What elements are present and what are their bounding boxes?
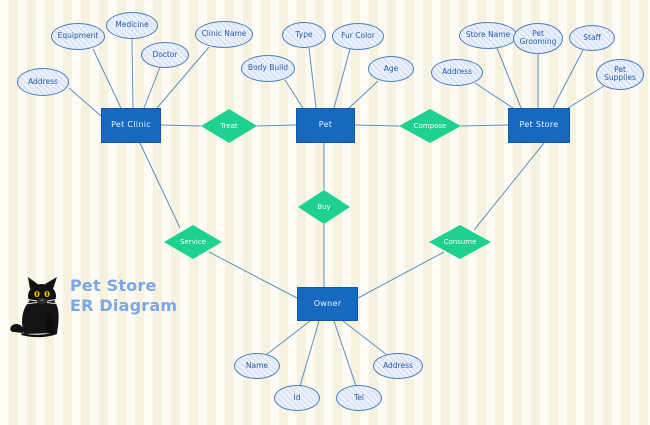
connector-store-name-to-pet-store	[496, 47, 522, 109]
attribute-pet-age[interactable]: Age	[368, 56, 414, 82]
connector-pet-clinic-to-service	[139, 142, 181, 229]
entity-pet-store[interactable]: Pet Store	[508, 108, 570, 143]
connector-pet-body-build-to-pet	[284, 79, 304, 109]
attribute-pet-fur-color[interactable]: Fur Color	[332, 22, 384, 50]
attribute-owner-name[interactable]: Name	[234, 353, 280, 379]
relationship-label: Consume	[443, 237, 477, 246]
relationship-buy[interactable]: Buy	[298, 190, 350, 224]
connector-store-supplies-to-pet-store	[567, 85, 605, 109]
brand-title-line1: Pet Store	[70, 276, 157, 295]
connector-pet-age-to-pet	[348, 80, 379, 109]
connector-owner-to-owner-tel	[333, 320, 357, 387]
attribute-clinic-equipment[interactable]: Equipment	[51, 22, 105, 50]
attribute-clinic-name[interactable]: Clinic Name	[195, 20, 253, 48]
attribute-clinic-address[interactable]: Address	[17, 68, 69, 96]
relationship-consume[interactable]: Consume	[429, 225, 491, 259]
relationship-treat[interactable]: Treat	[201, 109, 257, 143]
relationship-service[interactable]: Service	[164, 225, 222, 259]
brand-title: Pet Store ER Diagram	[70, 276, 177, 317]
attribute-store-staff[interactable]: Staff	[569, 25, 615, 51]
connector-clinic-name-to-pet-clinic	[156, 46, 210, 109]
connector-clinic-medicine-to-pet-clinic	[131, 38, 134, 109]
entity-pet-clinic[interactable]: Pet Clinic	[101, 108, 161, 143]
relationship-compose[interactable]: Compose	[399, 109, 461, 143]
attribute-store-address[interactable]: Address	[431, 58, 483, 86]
connector-clinic-doctor-to-pet-clinic	[143, 66, 161, 109]
entity-owner[interactable]: Owner	[297, 287, 358, 321]
attribute-clinic-medicine[interactable]: Medicine	[106, 11, 158, 39]
connector-store-address-to-pet-store	[474, 82, 514, 109]
connector-compose-to-pet-store	[460, 124, 509, 127]
connector-service-to-owner	[208, 251, 298, 299]
attribute-store-grooming[interactable]: Pet Grooming	[513, 22, 563, 54]
connector-treat-to-pet	[256, 124, 297, 127]
connector-store-staff-to-pet-store	[552, 49, 584, 109]
connector-clinic-address-to-pet-clinic	[68, 87, 102, 117]
connector-pet-to-compose	[354, 124, 400, 127]
black-cat-icon	[10, 277, 60, 338]
brand-title-line2: ER Diagram	[70, 296, 178, 316]
connector-pet-fur-color-to-pet	[333, 48, 351, 109]
attribute-pet-type[interactable]: Type	[282, 22, 326, 48]
connector-clinic-equipment-to-pet-clinic	[92, 48, 122, 109]
connector-pet-clinic-to-treat	[160, 124, 202, 127]
attribute-clinic-doctor[interactable]: Doctor	[141, 42, 189, 68]
relationship-label: Service	[180, 237, 206, 246]
attribute-store-supplies[interactable]: Pet Supplies	[596, 58, 644, 90]
relationship-label: Compose	[413, 121, 447, 130]
connector-consume-to-owner	[357, 251, 445, 299]
relationship-label: Buy	[317, 202, 331, 211]
relationship-label: Treat	[220, 121, 238, 130]
connector-pet-type-to-pet	[308, 47, 317, 109]
attribute-owner-id[interactable]: Id	[274, 385, 320, 411]
brand-block: Pet Store ER Diagram	[8, 268, 208, 343]
attribute-store-name[interactable]: Store Name	[459, 21, 517, 49]
connector-owner-to-owner-name	[265, 320, 311, 356]
connector-owner-to-owner-address	[342, 320, 388, 356]
attribute-pet-body-build[interactable]: Body Build	[241, 54, 295, 82]
attribute-owner-tel[interactable]: Tel	[336, 385, 382, 411]
entity-pet[interactable]: Pet	[296, 108, 355, 143]
connector-pet-store-to-consume	[473, 142, 545, 231]
connector-owner-to-owner-id	[299, 320, 320, 387]
attribute-owner-address[interactable]: Address	[373, 353, 423, 379]
